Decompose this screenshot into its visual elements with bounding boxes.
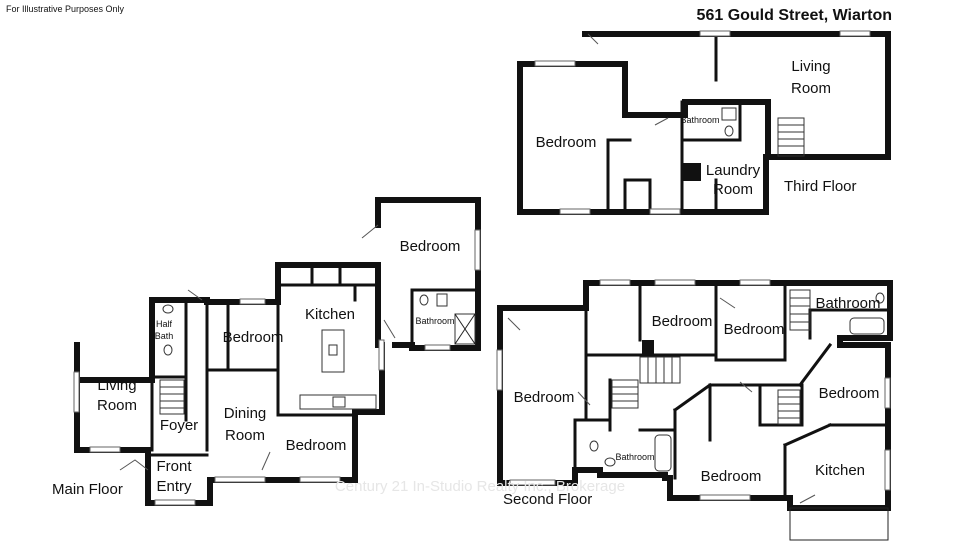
room-label-bedroom: Bedroom: [724, 321, 785, 338]
door: [187, 289, 203, 301]
window: [509, 479, 556, 486]
window: [884, 377, 891, 409]
window: [474, 229, 481, 271]
floor-label-third: Third Floor: [784, 178, 857, 195]
room-label-living-room: Room: [791, 80, 831, 97]
room-label-bedroom: Bedroom: [819, 385, 880, 402]
room-label-bathroom: Bathroom: [415, 316, 454, 326]
bathroom-toilet: [419, 294, 429, 306]
main-floor-stairs: [159, 379, 185, 415]
third-floor-outer-wall: [517, 31, 891, 215]
room-label-bedroom: Bedroom: [286, 437, 347, 454]
door: [507, 317, 521, 331]
toilet: [604, 457, 616, 467]
third-floor-chimney: [683, 163, 701, 181]
window: [378, 339, 385, 371]
door: [361, 224, 379, 239]
door: [383, 319, 396, 339]
room-label-bathroom: Bathroom: [815, 295, 880, 312]
second-floor-stairs: [611, 289, 811, 425]
window: [154, 499, 196, 506]
room-label-bedroom: Bedroom: [701, 468, 762, 485]
door: [654, 117, 669, 126]
room-label-bathroom: Bathroom: [680, 115, 719, 125]
property-address: 561 Gould Street, Wiarton: [697, 7, 892, 24]
door: [119, 459, 149, 471]
kitchen-stove: [332, 396, 346, 408]
window: [89, 446, 121, 453]
third-floor-plan: Bedroom Living Room Bathroom Laundry Roo…: [517, 30, 891, 215]
room-label-bedroom: Bedroom: [536, 134, 597, 151]
room-label-half-bath: Half: [156, 319, 173, 329]
window: [654, 279, 696, 286]
second-floor-plan: Bedroom Bedroom Bedroom Bathroom Bedroom…: [496, 279, 893, 541]
door: [261, 451, 271, 471]
second-floor-partition: [783, 423, 832, 447]
room-label-laundry-room: Room: [713, 181, 753, 198]
room-label-living-room: Living: [97, 377, 136, 394]
door: [799, 494, 816, 504]
brokerage-watermark: Century 21 In-Studio Realty Inc., Broker…: [335, 478, 625, 495]
window: [839, 30, 871, 37]
window: [599, 279, 631, 286]
window: [534, 60, 576, 67]
window: [239, 298, 266, 305]
window: [559, 208, 591, 215]
tub: [849, 317, 885, 335]
kitchen-sink: [328, 344, 338, 356]
window: [699, 494, 751, 501]
door: [587, 33, 599, 45]
room-label-bedroom: Bedroom: [514, 389, 575, 406]
room-label-kitchen: Kitchen: [305, 306, 355, 323]
floor-label-second: Second Floor: [503, 491, 592, 508]
floor-label-main: Main Floor: [52, 481, 123, 498]
room-label-laundry-room: Laundry: [706, 162, 761, 179]
third-floor-shower: [721, 107, 737, 121]
window: [739, 279, 771, 286]
window: [424, 344, 451, 351]
room-label-front-entry: Front: [156, 458, 192, 475]
room-label-bedroom: Bedroom: [223, 329, 284, 346]
room-label-half-bath: Bath: [155, 331, 174, 341]
main-floor-plan: Living Room Half Bath Foyer Front Entry …: [52, 197, 481, 506]
third-floor-stairs: [777, 117, 805, 157]
room-label-dining-room: Room: [225, 427, 265, 444]
toilet: [875, 292, 885, 304]
disclaimer-text: For Illustrative Purposes Only: [6, 4, 125, 14]
window: [299, 476, 341, 483]
half-bath-sink: [162, 304, 174, 314]
second-floor-partition: [797, 342, 833, 388]
second-floor-chimney: [642, 340, 654, 354]
third-floor-toilet: [724, 125, 734, 137]
room-label-bedroom: Bedroom: [652, 313, 713, 330]
door: [577, 391, 591, 406]
window: [884, 449, 891, 491]
room-label-bathroom: Bathroom: [615, 452, 654, 462]
room-label-front-entry: Entry: [156, 478, 192, 495]
room-label-kitchen: Kitchen: [815, 462, 865, 479]
room-label-foyer: Foyer: [160, 417, 198, 434]
room-label-living-room: Room: [97, 397, 137, 414]
door: [739, 381, 753, 393]
door: [719, 297, 736, 309]
window: [649, 208, 681, 215]
half-bath-toilet: [163, 344, 173, 356]
window: [699, 30, 731, 37]
room-label-living-room: Living: [791, 58, 830, 75]
window: [214, 476, 266, 483]
room-label-bedroom: Bedroom: [400, 238, 461, 255]
bathroom-sink: [436, 293, 448, 307]
window: [73, 371, 80, 413]
tub: [654, 434, 672, 472]
balcony: [789, 507, 889, 541]
room-label-dining-room: Dining: [224, 405, 267, 422]
shower-mark: [454, 313, 476, 345]
window: [496, 349, 503, 391]
second-floor-partition: [672, 382, 713, 413]
sink: [589, 440, 599, 452]
